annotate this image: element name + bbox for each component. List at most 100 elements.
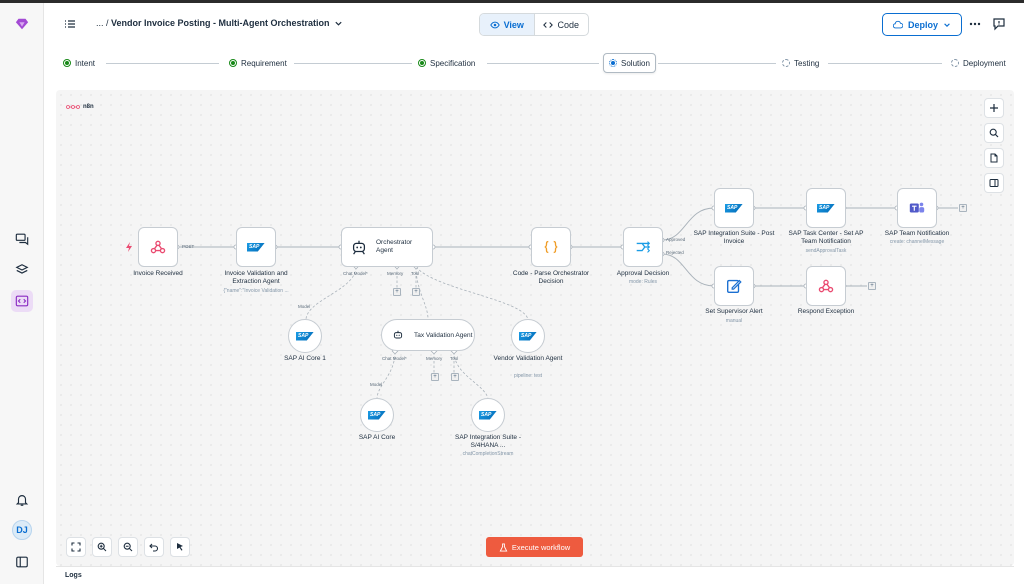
list-menu-icon[interactable] (64, 18, 76, 30)
sap-logo: SAP (519, 331, 537, 341)
add-memory-button[interactable]: + (393, 288, 401, 296)
node-label: Vendor Validation Agent (493, 355, 563, 362)
node-subtitle: {"name":"Invoice Validation ... (223, 288, 289, 294)
node-label: Tax Validation Agent (414, 331, 473, 339)
breadcrumb-prefix[interactable]: ... / (96, 18, 109, 28)
step-connector (106, 63, 219, 64)
switch-icon (636, 241, 651, 253)
step-requirement[interactable]: Requirement (224, 54, 292, 72)
node-label: Orchestrator Agent (376, 239, 413, 254)
flask-icon (499, 542, 508, 552)
step-specification[interactable]: Specification (413, 54, 480, 72)
n8n-logo-text: n8n (83, 104, 94, 110)
code-brackets-icon (543, 21, 554, 28)
robot-icon (352, 240, 366, 255)
node-subtitle: chatCompletionStream (462, 451, 514, 457)
sap-logo: SAP (479, 410, 497, 420)
node-sap-integration-s4[interactable]: SAP (471, 398, 505, 432)
logs-label: Logs (65, 572, 82, 579)
sidebar-layers-button[interactable] (11, 259, 33, 281)
port-label: POST (182, 244, 195, 249)
node-tax-validation-agent[interactable]: Tax Validation Agent (381, 319, 475, 351)
header: ... / Vendor Invoice Posting - Multi-Age… (44, 3, 1024, 45)
add-tool-button[interactable]: + (412, 288, 420, 296)
search-nodes-button[interactable] (984, 123, 1004, 143)
node-sap-team-notification[interactable] (897, 188, 937, 228)
sticky-note-button[interactable] (984, 148, 1004, 168)
add-memory-button[interactable]: + (431, 373, 439, 381)
port-label: Rejected (666, 250, 684, 255)
node-label: SAP Integration Suite - S/4HANA ... (454, 434, 521, 449)
node-sap-task-center[interactable]: SAP (806, 188, 846, 228)
trigger-bolt-icon (126, 242, 132, 252)
execute-label: Execute workflow (511, 542, 571, 552)
side-panel-button[interactable] (984, 173, 1004, 193)
feedback-icon[interactable] (992, 17, 1006, 31)
fit-view-button[interactable] (66, 537, 86, 557)
deploy-button[interactable]: Deploy (882, 13, 962, 36)
step-deployment[interactable]: Deployment (946, 54, 1011, 72)
pointer-tool-button[interactable] (170, 537, 190, 557)
chat-icon (15, 233, 29, 246)
more-options-icon[interactable] (969, 18, 981, 30)
node-orchestrator-agent[interactable]: Orchestrator Agent (341, 227, 433, 267)
step-label: Solution (621, 58, 650, 68)
step-label: Intent (75, 58, 96, 68)
step-solution[interactable]: Solution (603, 53, 656, 73)
view-label: View (503, 19, 524, 30)
logs-panel[interactable]: Logs (56, 566, 1014, 584)
node-vendor-validation-agent[interactable]: SAP (511, 319, 545, 353)
edit-icon (727, 279, 742, 293)
step-done-icon (418, 59, 426, 67)
node-subtitle: mode: Rules (628, 279, 658, 285)
chevron-down-icon[interactable] (334, 19, 343, 28)
zoom-in-icon (97, 542, 107, 552)
code-button[interactable]: Code (535, 14, 589, 35)
add-node-panel-button[interactable] (984, 98, 1004, 118)
node-code-parse[interactable] (531, 227, 571, 267)
teams-icon (909, 202, 925, 213)
zoom-out-button[interactable] (118, 537, 138, 557)
add-node-button[interactable]: + (959, 204, 967, 212)
node-approval-decision[interactable] (623, 227, 663, 267)
execute-workflow-button[interactable]: Execute workflow (486, 537, 583, 557)
add-node-button[interactable]: + (868, 282, 876, 290)
sap-logo: SAP (247, 242, 265, 252)
sidebar-chat-button[interactable] (11, 228, 33, 250)
left-sidebar: DJ (0, 3, 44, 584)
workflow-canvas[interactable]: n8n (56, 90, 1014, 566)
breadcrumb: ... / Vendor Invoice Posting - Multi-Age… (96, 18, 330, 28)
undo-button[interactable] (144, 537, 164, 557)
add-tool-button[interactable]: + (451, 373, 459, 381)
plus-icon (990, 104, 998, 112)
node-sap-ai-core-1[interactable]: SAP (288, 319, 322, 353)
user-avatar[interactable]: DJ (12, 520, 32, 540)
step-active-icon (609, 59, 617, 67)
page-title: Vendor Invoice Posting - Multi-Agent Orc… (111, 18, 330, 28)
node-sap-ai-core[interactable]: SAP (360, 398, 394, 432)
chevron-down-icon (944, 22, 950, 27)
zoom-in-button[interactable] (92, 537, 112, 557)
sap-logo: SAP (296, 331, 314, 341)
node-invoice-received[interactable] (138, 227, 178, 267)
view-button[interactable]: View (480, 14, 535, 35)
webhook-icon (150, 240, 166, 254)
code-label: Code (557, 19, 579, 30)
node-supervisor-alert[interactable] (714, 266, 754, 306)
sidebar-code-button[interactable] (11, 290, 33, 312)
zoom-out-icon (123, 542, 133, 552)
sidebar-toggle-button[interactable] (11, 551, 33, 573)
node-invoice-validation[interactable]: SAP (236, 227, 276, 267)
step-testing[interactable]: Testing (777, 54, 824, 72)
step-intent[interactable]: Intent (58, 54, 100, 72)
node-respond-exception[interactable] (806, 266, 846, 306)
step-pending-icon (782, 59, 790, 67)
node-label: SAP AI Core 1 (284, 355, 326, 362)
node-label: Invoice Validation and Extraction Agent (224, 270, 288, 285)
port-label: Model (370, 382, 383, 387)
n8n-logo-icon (66, 105, 80, 109)
node-sap-integration-post[interactable]: SAP (714, 188, 754, 228)
sap-logo: SAP (725, 203, 743, 213)
sidebar-notifications-button[interactable] (11, 489, 33, 511)
app-logo[interactable] (11, 13, 33, 35)
